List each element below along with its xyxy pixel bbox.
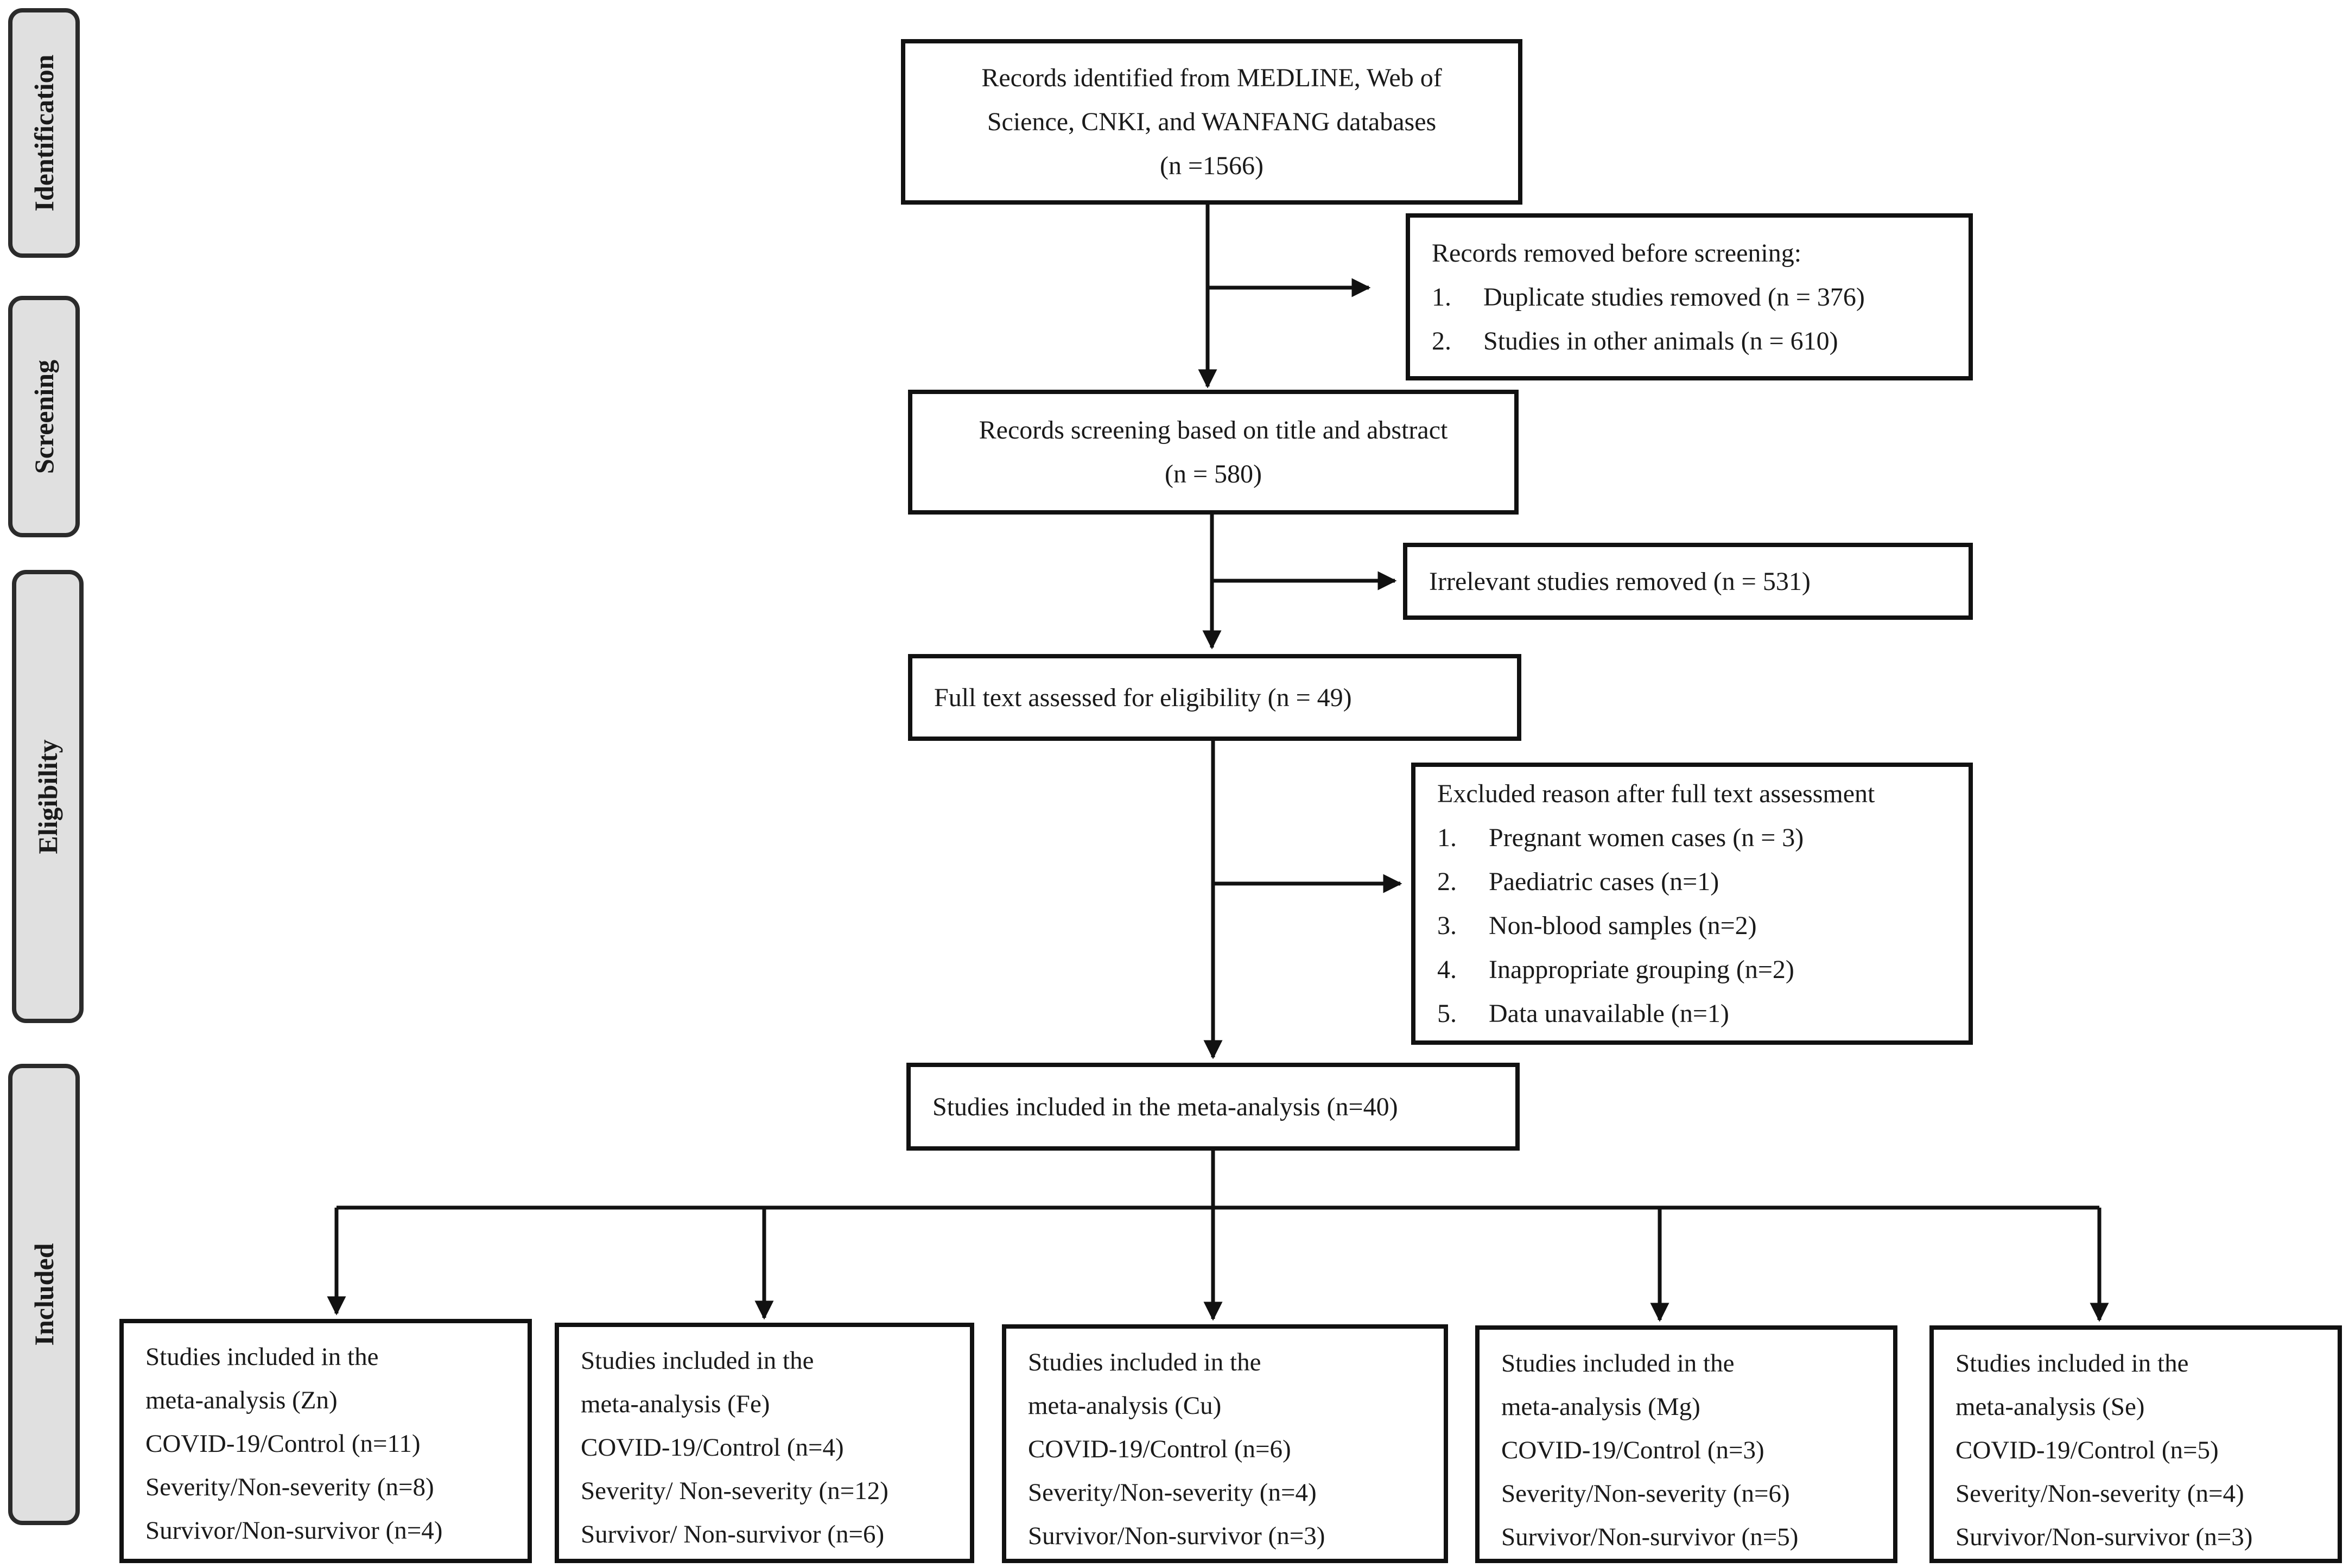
fe-covid-control: COVID-19/Control (n=4)	[581, 1433, 844, 1462]
removed-item-number: 1.	[1432, 282, 1451, 312]
fe-box: Studies included in the meta-analysis (F…	[555, 1323, 974, 1563]
mg-survivor: Survivor/Non-survivor (n=5)	[1501, 1523, 1799, 1551]
cu-line2: meta-analysis (Cu)	[1028, 1392, 1222, 1420]
cu-line1: Studies included in the	[1028, 1348, 1261, 1376]
excluded-item-number: 3.	[1437, 911, 1457, 940]
excluded-item: 1. Pregnant women cases (n = 3)	[1437, 816, 1947, 860]
excluded-item: 4. Inappropriate grouping (n=2)	[1437, 948, 1947, 992]
excluded-item: 2. Paediatric cases (n=1)	[1437, 860, 1947, 904]
excluded-item-text: Data unavailable (n=1)	[1489, 999, 1729, 1028]
records-screening-line1: Records screening based on title and abs…	[979, 416, 1448, 445]
zn-covid-control: COVID-19/Control (n=11)	[145, 1430, 421, 1458]
mg-covid-control: COVID-19/Control (n=3)	[1501, 1436, 1764, 1464]
fe-survivor: Survivor/ Non-survivor (n=6)	[581, 1520, 885, 1548]
fe-severity: Severity/ Non-severity (n=12)	[581, 1477, 888, 1505]
excluded-box: Excluded reason after full text assessme…	[1411, 763, 1973, 1045]
records-screening-count: (n = 580)	[1164, 460, 1262, 488]
records-identified-line2: Science, CNKI, and WANFANG databases	[987, 107, 1437, 136]
fe-line1: Studies included in the	[581, 1347, 814, 1375]
irrelevant-removed-box: Irrelevant studies removed (n = 531)	[1403, 543, 1973, 620]
excluded-item-text: Inappropriate grouping (n=2)	[1489, 955, 1794, 984]
records-screening-box: Records screening based on title and abs…	[908, 390, 1519, 515]
fe-line2: meta-analysis (Fe)	[581, 1390, 770, 1418]
mg-box: Studies included in the meta-analysis (M…	[1475, 1325, 1897, 1563]
removed-item-text: Duplicate studies removed (n = 376)	[1483, 282, 1865, 312]
se-line1: Studies included in the	[1956, 1349, 2189, 1377]
removed-item-text: Studies in other animals (n = 610)	[1483, 326, 1838, 356]
se-covid-control: COVID-19/Control (n=5)	[1956, 1436, 2219, 1464]
irrelevant-removed-text: Irrelevant studies removed (n = 531)	[1429, 567, 1811, 596]
stage-included: Included	[8, 1064, 80, 1525]
excluded-item: 3. Non-blood samples (n=2)	[1437, 904, 1947, 948]
stage-eligibility-label: Eligibility	[33, 739, 63, 854]
included-total-label: Studies included in the meta-analysis (n…	[932, 1092, 1398, 1121]
records-identified-count: (n =1566)	[1159, 151, 1264, 180]
se-severity: Severity/Non-severity (n=4)	[1956, 1480, 2244, 1508]
stage-screening-label: Screening	[29, 359, 59, 474]
se-box: Studies included in the meta-analysis (S…	[1929, 1325, 2342, 1563]
cu-covid-control: COVID-19/Control (n=6)	[1028, 1435, 1291, 1463]
zn-line1: Studies included in the	[145, 1343, 379, 1371]
se-survivor: Survivor/Non-survivor (n=3)	[1956, 1523, 2253, 1551]
mg-line1: Studies included in the	[1501, 1349, 1735, 1377]
mg-severity: Severity/Non-severity (n=6)	[1501, 1480, 1790, 1508]
excluded-item-text: Paediatric cases (n=1)	[1489, 867, 1719, 896]
stage-eligibility: Eligibility	[12, 570, 84, 1023]
excluded-item-number: 2.	[1437, 867, 1457, 896]
excluded-item: 5. Data unavailable (n=1)	[1437, 992, 1947, 1036]
excluded-title: Excluded reason after full text assessme…	[1437, 779, 1875, 808]
cu-box: Studies included in the meta-analysis (C…	[1002, 1324, 1448, 1563]
records-identified-line1: Records identified from MEDLINE, Web of	[981, 64, 1442, 92]
excluded-item-number: 1.	[1437, 823, 1457, 852]
full-text-label: Full text assessed for eligibility (n = …	[934, 683, 1352, 712]
removed-before-screening-title: Records removed before screening:	[1432, 238, 1802, 268]
removed-item: 1. Duplicate studies removed (n = 376)	[1432, 275, 1947, 319]
zn-survivor: Survivor/Non-survivor (n=4)	[145, 1516, 443, 1545]
removed-before-screening-box: Records removed before screening: 1. Dup…	[1406, 213, 1973, 380]
mg-line2: meta-analysis (Mg)	[1501, 1393, 1700, 1421]
zn-severity: Severity/Non-severity (n=8)	[145, 1473, 434, 1501]
excluded-item-number: 5.	[1437, 999, 1457, 1028]
removed-item-number: 2.	[1432, 326, 1451, 356]
cu-severity: Severity/Non-severity (n=4)	[1028, 1478, 1317, 1507]
cu-survivor: Survivor/Non-survivor (n=3)	[1028, 1522, 1325, 1550]
se-line2: meta-analysis (Se)	[1956, 1393, 2145, 1421]
stage-screening: Screening	[8, 296, 80, 537]
stage-included-label: Included	[29, 1243, 59, 1346]
removed-item: 2. Studies in other animals (n = 610)	[1432, 319, 1947, 363]
stage-identification: Identification	[8, 8, 80, 258]
stage-identification-label: Identification	[29, 54, 59, 212]
records-identified-box: Records identified from MEDLINE, Web of …	[901, 39, 1522, 205]
zn-box: Studies included in the meta-analysis (Z…	[119, 1319, 532, 1563]
excluded-item-number: 4.	[1437, 955, 1457, 984]
excluded-item-text: Pregnant women cases (n = 3)	[1489, 823, 1804, 852]
full-text-box: Full text assessed for eligibility (n = …	[908, 654, 1521, 741]
included-total-box: Studies included in the meta-analysis (n…	[906, 1063, 1520, 1151]
zn-line2: meta-analysis (Zn)	[145, 1386, 338, 1414]
excluded-item-text: Non-blood samples (n=2)	[1489, 911, 1757, 940]
